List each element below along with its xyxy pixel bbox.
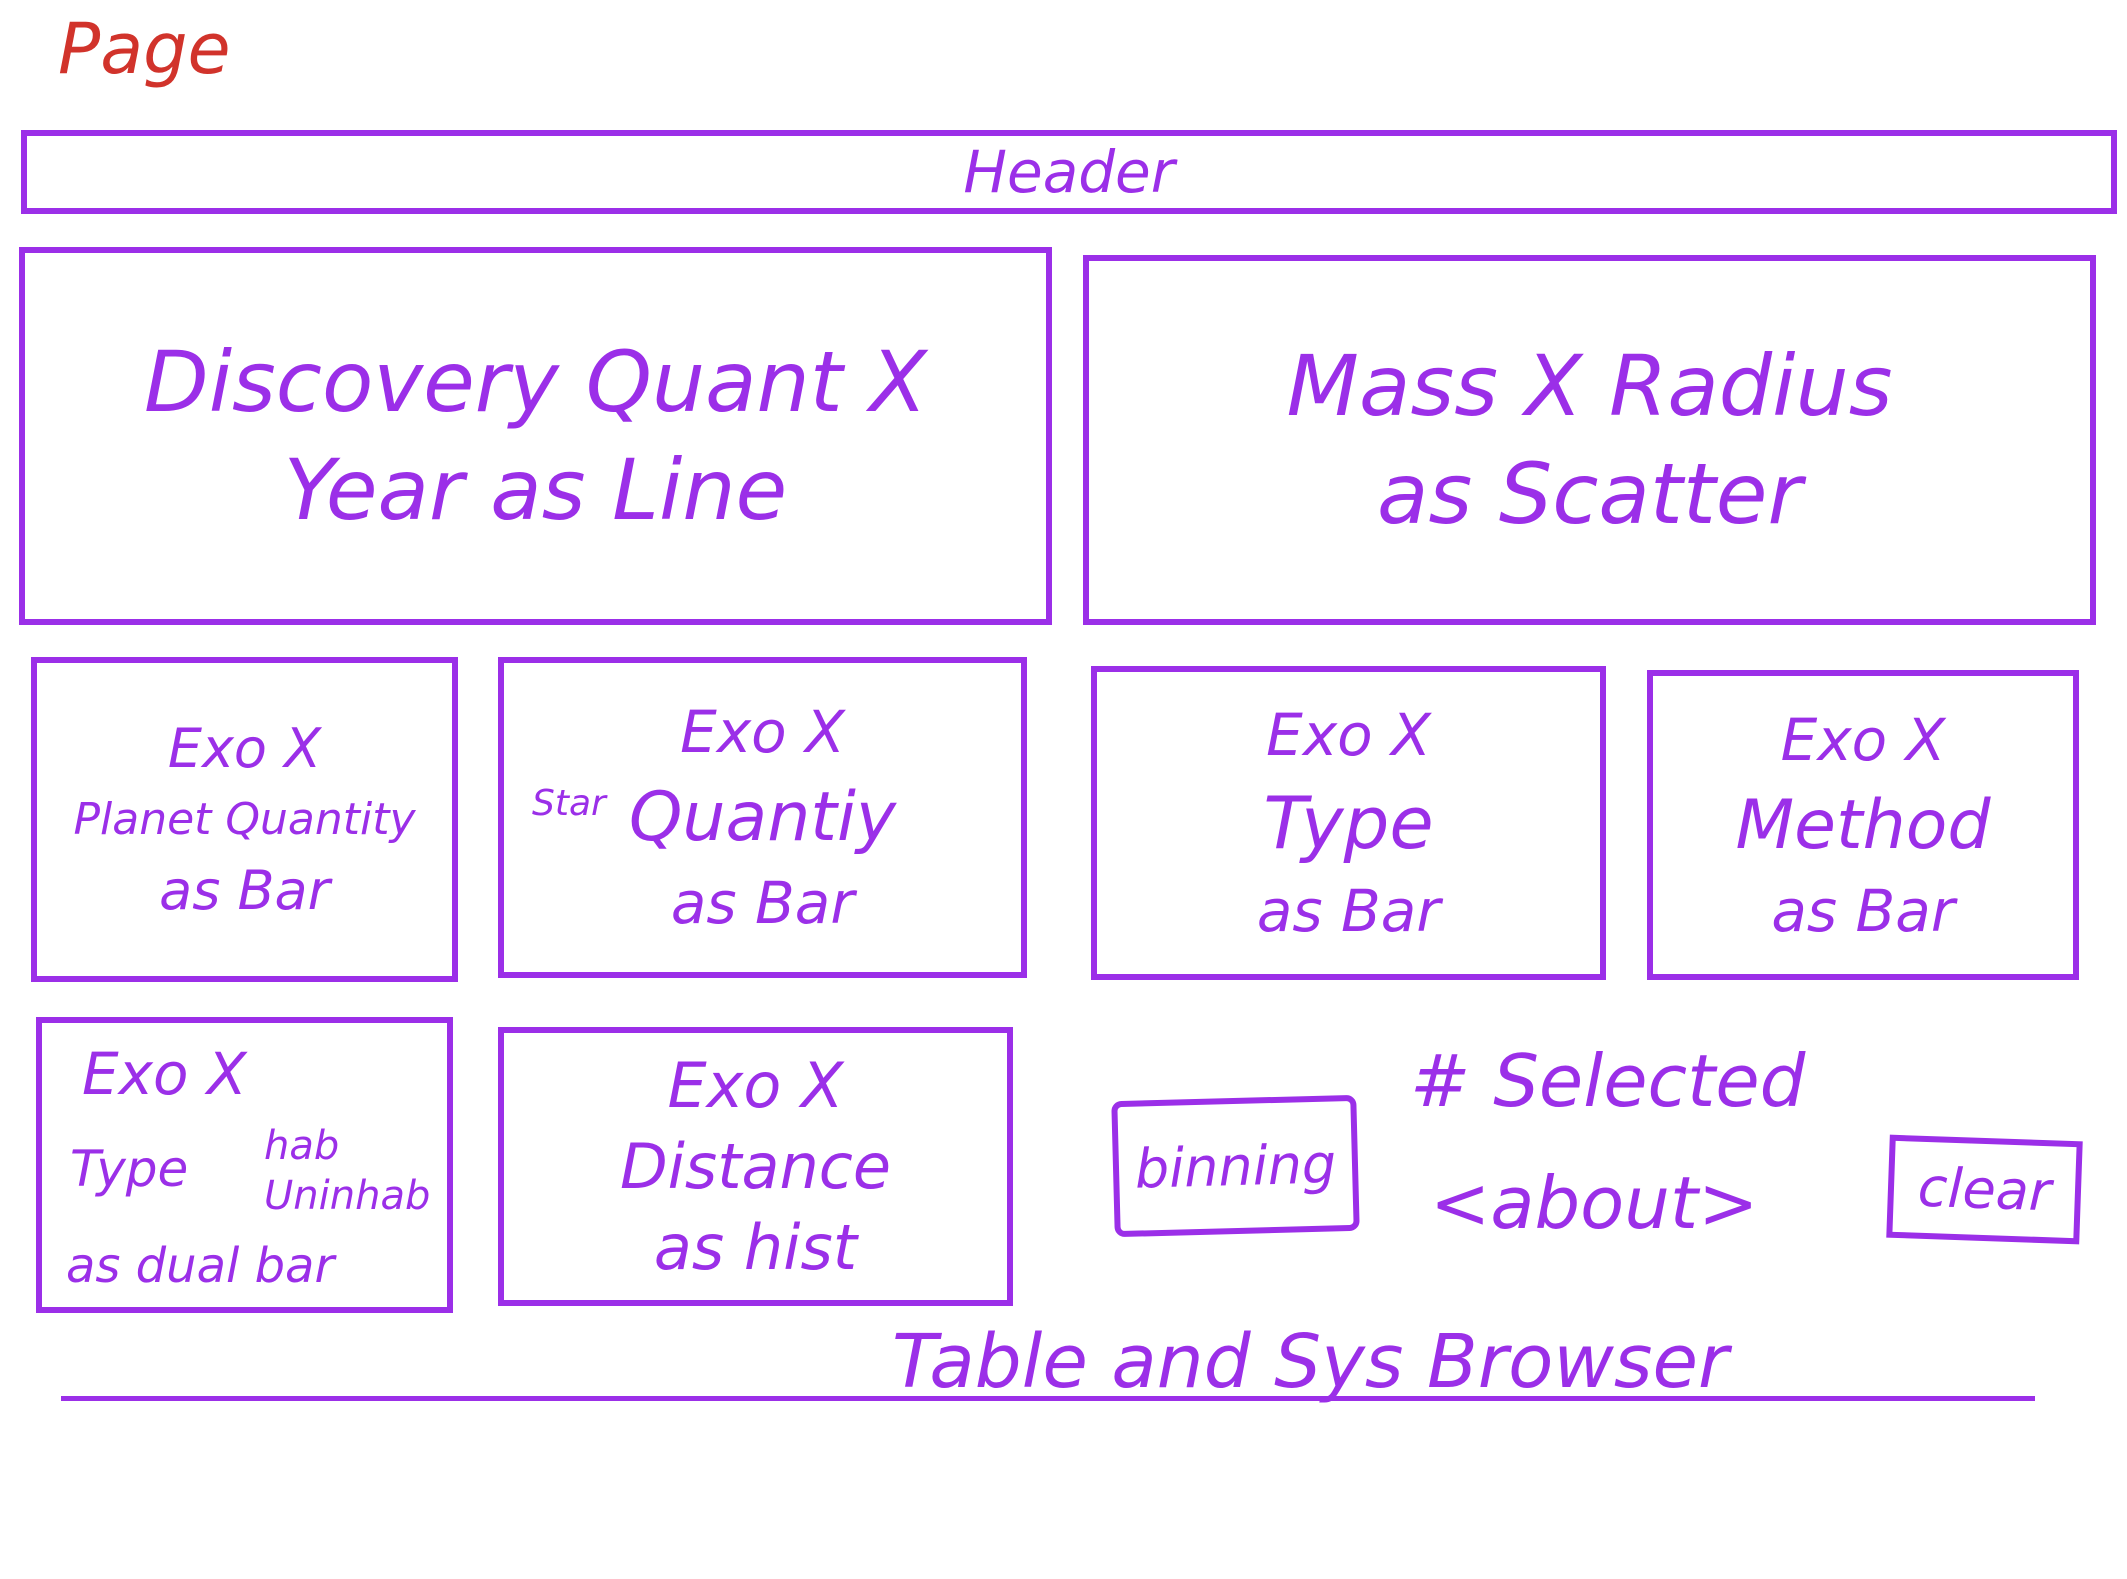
- chart-type-hab-hab: hab: [264, 1123, 340, 1169]
- chart-type-hab-dual-bar: Exo X Type hab Uninhab as dual bar: [36, 1017, 453, 1313]
- chart-type-line1: Exo X: [1266, 701, 1431, 769]
- chart-star-quantity-line2: Quantiy: [628, 778, 897, 857]
- header-label: Header: [963, 138, 1175, 206]
- chart-discovery-line: Discovery Quant X Year as Line: [19, 247, 1052, 625]
- table-sys-browser-divider: [61, 1396, 2035, 1401]
- chart-type-hab-line1: Exo X: [82, 1040, 247, 1108]
- chart-type-bar: Exo X Type as Bar: [1091, 666, 1606, 980]
- table-sys-browser-label: Table and Sys Browser: [892, 1319, 1729, 1405]
- chart-planet-quantity-line3: as Bar: [159, 859, 330, 922]
- chart-method-bar: Exo X Method as Bar: [1647, 670, 2079, 980]
- chart-star-quantity-star-word: Star: [532, 783, 606, 824]
- chart-star-quantity-line1: Exo X: [680, 698, 845, 766]
- about-link[interactable]: <about>: [1430, 1161, 1759, 1245]
- chart-star-quantity-bar: Star Exo X Quantiy as Bar: [498, 657, 1027, 978]
- binning-label: binning: [1134, 1131, 1337, 1201]
- chart-distance-line3: as hist: [653, 1211, 858, 1284]
- chart-discovery-line2: Year as Line: [283, 441, 788, 539]
- chart-distance-line2: Distance: [619, 1130, 892, 1203]
- chart-planet-quantity-bar: Exo X Planet Quantity as Bar: [31, 657, 458, 982]
- chart-distance-line1: Exo X: [667, 1049, 844, 1122]
- page-title: Page: [58, 8, 231, 90]
- chart-discovery-line1: Discovery Quant X: [144, 333, 927, 431]
- chart-distance-hist: Exo X Distance as hist: [498, 1027, 1013, 1306]
- chart-star-quantity-line3: as Bar: [670, 869, 855, 937]
- chart-type-line3: as Bar: [1256, 877, 1441, 945]
- chart-type-line2: Type: [1263, 781, 1434, 865]
- chart-type-hab-line3: as dual bar: [66, 1238, 335, 1294]
- chart-type-hab-type-word: Type: [70, 1140, 189, 1198]
- chart-planet-quantity-line1: Exo X: [167, 717, 322, 780]
- header-box: Header: [21, 130, 2117, 214]
- clear-label: clear: [1916, 1155, 2053, 1224]
- chart-method-line2: Method: [1735, 785, 1991, 865]
- chart-mass-radius-line1: Mass X Radius: [1286, 337, 1893, 435]
- chart-planet-quantity-line2: Planet Quantity: [73, 794, 416, 845]
- chart-mass-radius-scatter: Mass X Radius as Scatter: [1083, 255, 2096, 625]
- chart-method-line1: Exo X: [1780, 705, 1946, 774]
- clear-button[interactable]: clear: [1886, 1134, 2083, 1245]
- chart-mass-radius-line2: as Scatter: [1376, 445, 1802, 543]
- selected-count: # Selected: [1410, 1039, 1806, 1123]
- chart-method-line3: as Bar: [1771, 876, 1955, 945]
- binning-button[interactable]: binning: [1111, 1094, 1360, 1238]
- chart-type-hab-uninhab: Uninhab: [264, 1173, 431, 1219]
